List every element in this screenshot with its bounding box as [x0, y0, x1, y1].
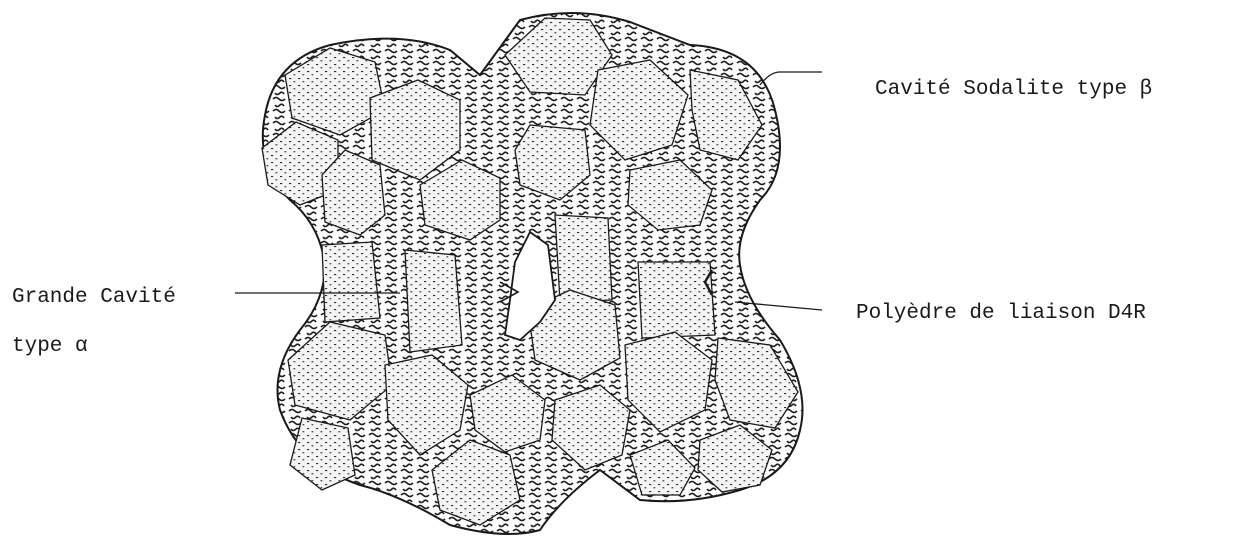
d4r-prism-face — [638, 262, 715, 338]
label-linking-polyhedron: Polyèdre de liaison D4R — [856, 302, 1146, 325]
leader-line-sodalite — [760, 72, 822, 85]
d4r-prism-face — [405, 250, 462, 352]
hexagon-face — [290, 418, 355, 490]
label-large-cavity-line1: Grande Cavité — [12, 286, 176, 309]
label-large-cavity-line2: type α — [12, 335, 88, 358]
label-sodalite-cavity: Cavité Sodalite type β — [875, 78, 1152, 101]
d4r-prism-face — [322, 242, 380, 322]
d4r-prism-face — [555, 215, 612, 302]
